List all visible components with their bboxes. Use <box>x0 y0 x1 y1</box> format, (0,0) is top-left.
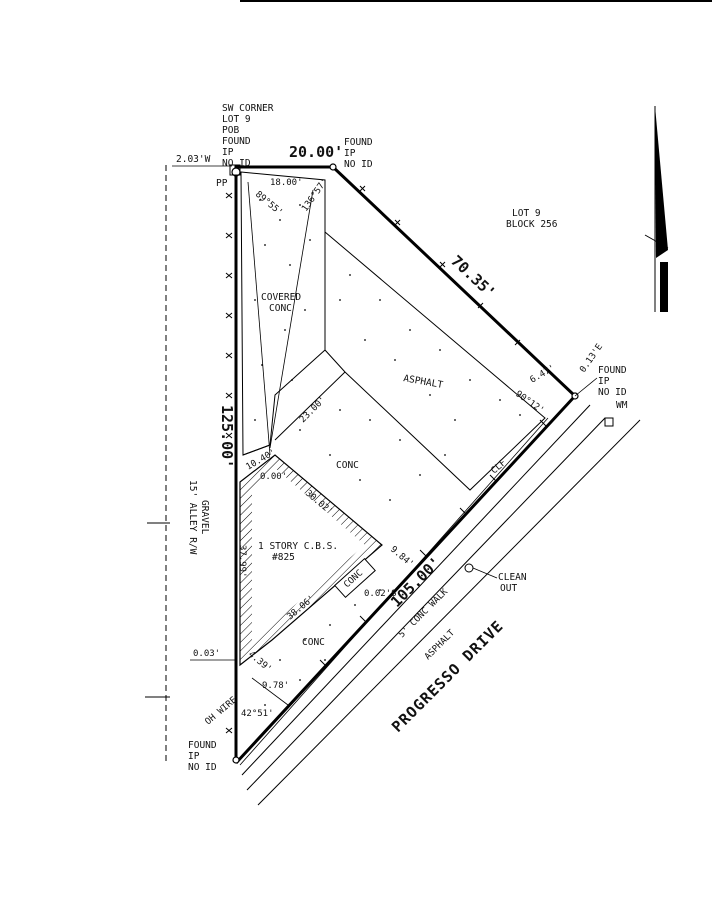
fence-marks <box>225 192 233 734</box>
svg-text:GRAVEL: GRAVEL <box>199 500 210 535</box>
dim-000: 0.00' <box>260 472 287 482</box>
stipple-dots <box>254 199 521 706</box>
dim-002: 0.02'S <box>364 589 397 599</box>
road-edge <box>257 419 641 806</box>
clean-out-label: CLEAN OUT <box>498 572 527 594</box>
svg-text:BLOCK 256: BLOCK 256 <box>506 219 558 230</box>
svg-text:POB: POB <box>222 125 239 136</box>
dim-23: 23.00' <box>298 395 328 425</box>
svg-text:SW CORNER: SW CORNER <box>222 103 274 114</box>
covered-conc-label: COVERED CONC <box>261 292 301 314</box>
sw-corner-label: SW CORNER LOT 9 POB FOUND IP NO ID <box>222 103 274 169</box>
angle-b: 42°51' <box>241 709 274 719</box>
svg-text:IP: IP <box>344 148 356 159</box>
water-meter-icon <box>604 417 614 427</box>
dim-right-diag: 70.35' <box>447 252 499 302</box>
svg-text:NO ID: NO ID <box>222 158 251 169</box>
pp-marker <box>229 164 241 176</box>
offset-bl-label: 0.03' <box>193 649 220 659</box>
svg-text:IP: IP <box>188 751 200 762</box>
corner-bottom-marker <box>232 756 240 764</box>
svg-text:NO ID: NO ID <box>344 159 373 170</box>
walk-line-2 <box>246 417 606 791</box>
lot-block-label: LOT 9 BLOCK 256 <box>506 208 558 230</box>
svg-text:15' ALLEY R/W: 15' ALLEY R/W <box>187 480 198 555</box>
clean-out-icon <box>464 563 474 573</box>
svg-text:CONC: CONC <box>269 303 292 314</box>
svg-text:FOUND: FOUND <box>222 136 251 147</box>
small-conc-pad <box>334 557 376 599</box>
dim-984: 9.84' <box>388 545 415 570</box>
walk-line-1 <box>241 404 591 776</box>
found-bottom-label: FOUND IP NO ID <box>188 740 217 773</box>
svg-text:IP: IP <box>598 376 610 387</box>
asphalt-area <box>324 230 546 491</box>
svg-text:IP: IP <box>222 147 234 158</box>
dim-left: 125.00' <box>218 405 236 468</box>
svg-text:#825: #825 <box>272 552 295 563</box>
wm-label: WM <box>616 400 628 411</box>
front-ticks <box>319 419 547 667</box>
dim-978: 9.78' <box>262 681 289 691</box>
alley-label: 15' ALLEY R/W GRAVEL <box>187 480 210 555</box>
offset-tl-label: 2.03'W <box>176 154 211 165</box>
covered-conc-leader-1 <box>269 189 314 449</box>
conc-divider-1 <box>274 371 346 441</box>
svg-text:NO ID: NO ID <box>598 387 627 398</box>
dim-3799: 37.99' <box>237 545 247 578</box>
clean-out-leader <box>472 567 498 579</box>
found-right-label: FOUND IP NO ID <box>598 365 627 398</box>
found-top-label: FOUND IP NO ID <box>344 137 373 170</box>
covered-conc-leader-2 <box>247 181 271 456</box>
oh-wire-label: OH WIRE <box>204 695 239 727</box>
corner-top-marker <box>329 163 337 171</box>
conc-mid-label: CONC <box>336 460 359 471</box>
svg-text:FOUND: FOUND <box>188 740 217 751</box>
dim-18: 18.00' <box>270 178 303 188</box>
house-interior <box>252 468 365 640</box>
pp-label: PP <box>216 178 228 189</box>
house-label: 1 STORY C.B.S. #825 <box>258 541 338 563</box>
dim-978-line <box>251 677 289 706</box>
svg-text:LOT 9: LOT 9 <box>512 208 541 219</box>
north-arrow-icon <box>644 106 669 312</box>
svg-text:LOT 9: LOT 9 <box>222 114 251 125</box>
dim-top: 20.00' <box>289 143 343 161</box>
svg-text:OUT: OUT <box>500 583 517 594</box>
conc-bottom-label: CONC <box>302 637 325 648</box>
svg-text:1 STORY C.B.S.: 1 STORY C.B.S. <box>258 541 338 552</box>
svg-text:CLEAN: CLEAN <box>498 572 527 583</box>
conc-divider-2 <box>242 444 271 456</box>
found-right-leader <box>574 377 598 397</box>
svg-text:COVERED: COVERED <box>261 292 301 303</box>
svg-text:FOUND: FOUND <box>344 137 373 148</box>
svg-text:NO ID: NO ID <box>188 762 217 773</box>
dim-439: 4.39' <box>246 650 273 675</box>
svg-text:FOUND: FOUND <box>598 365 627 376</box>
